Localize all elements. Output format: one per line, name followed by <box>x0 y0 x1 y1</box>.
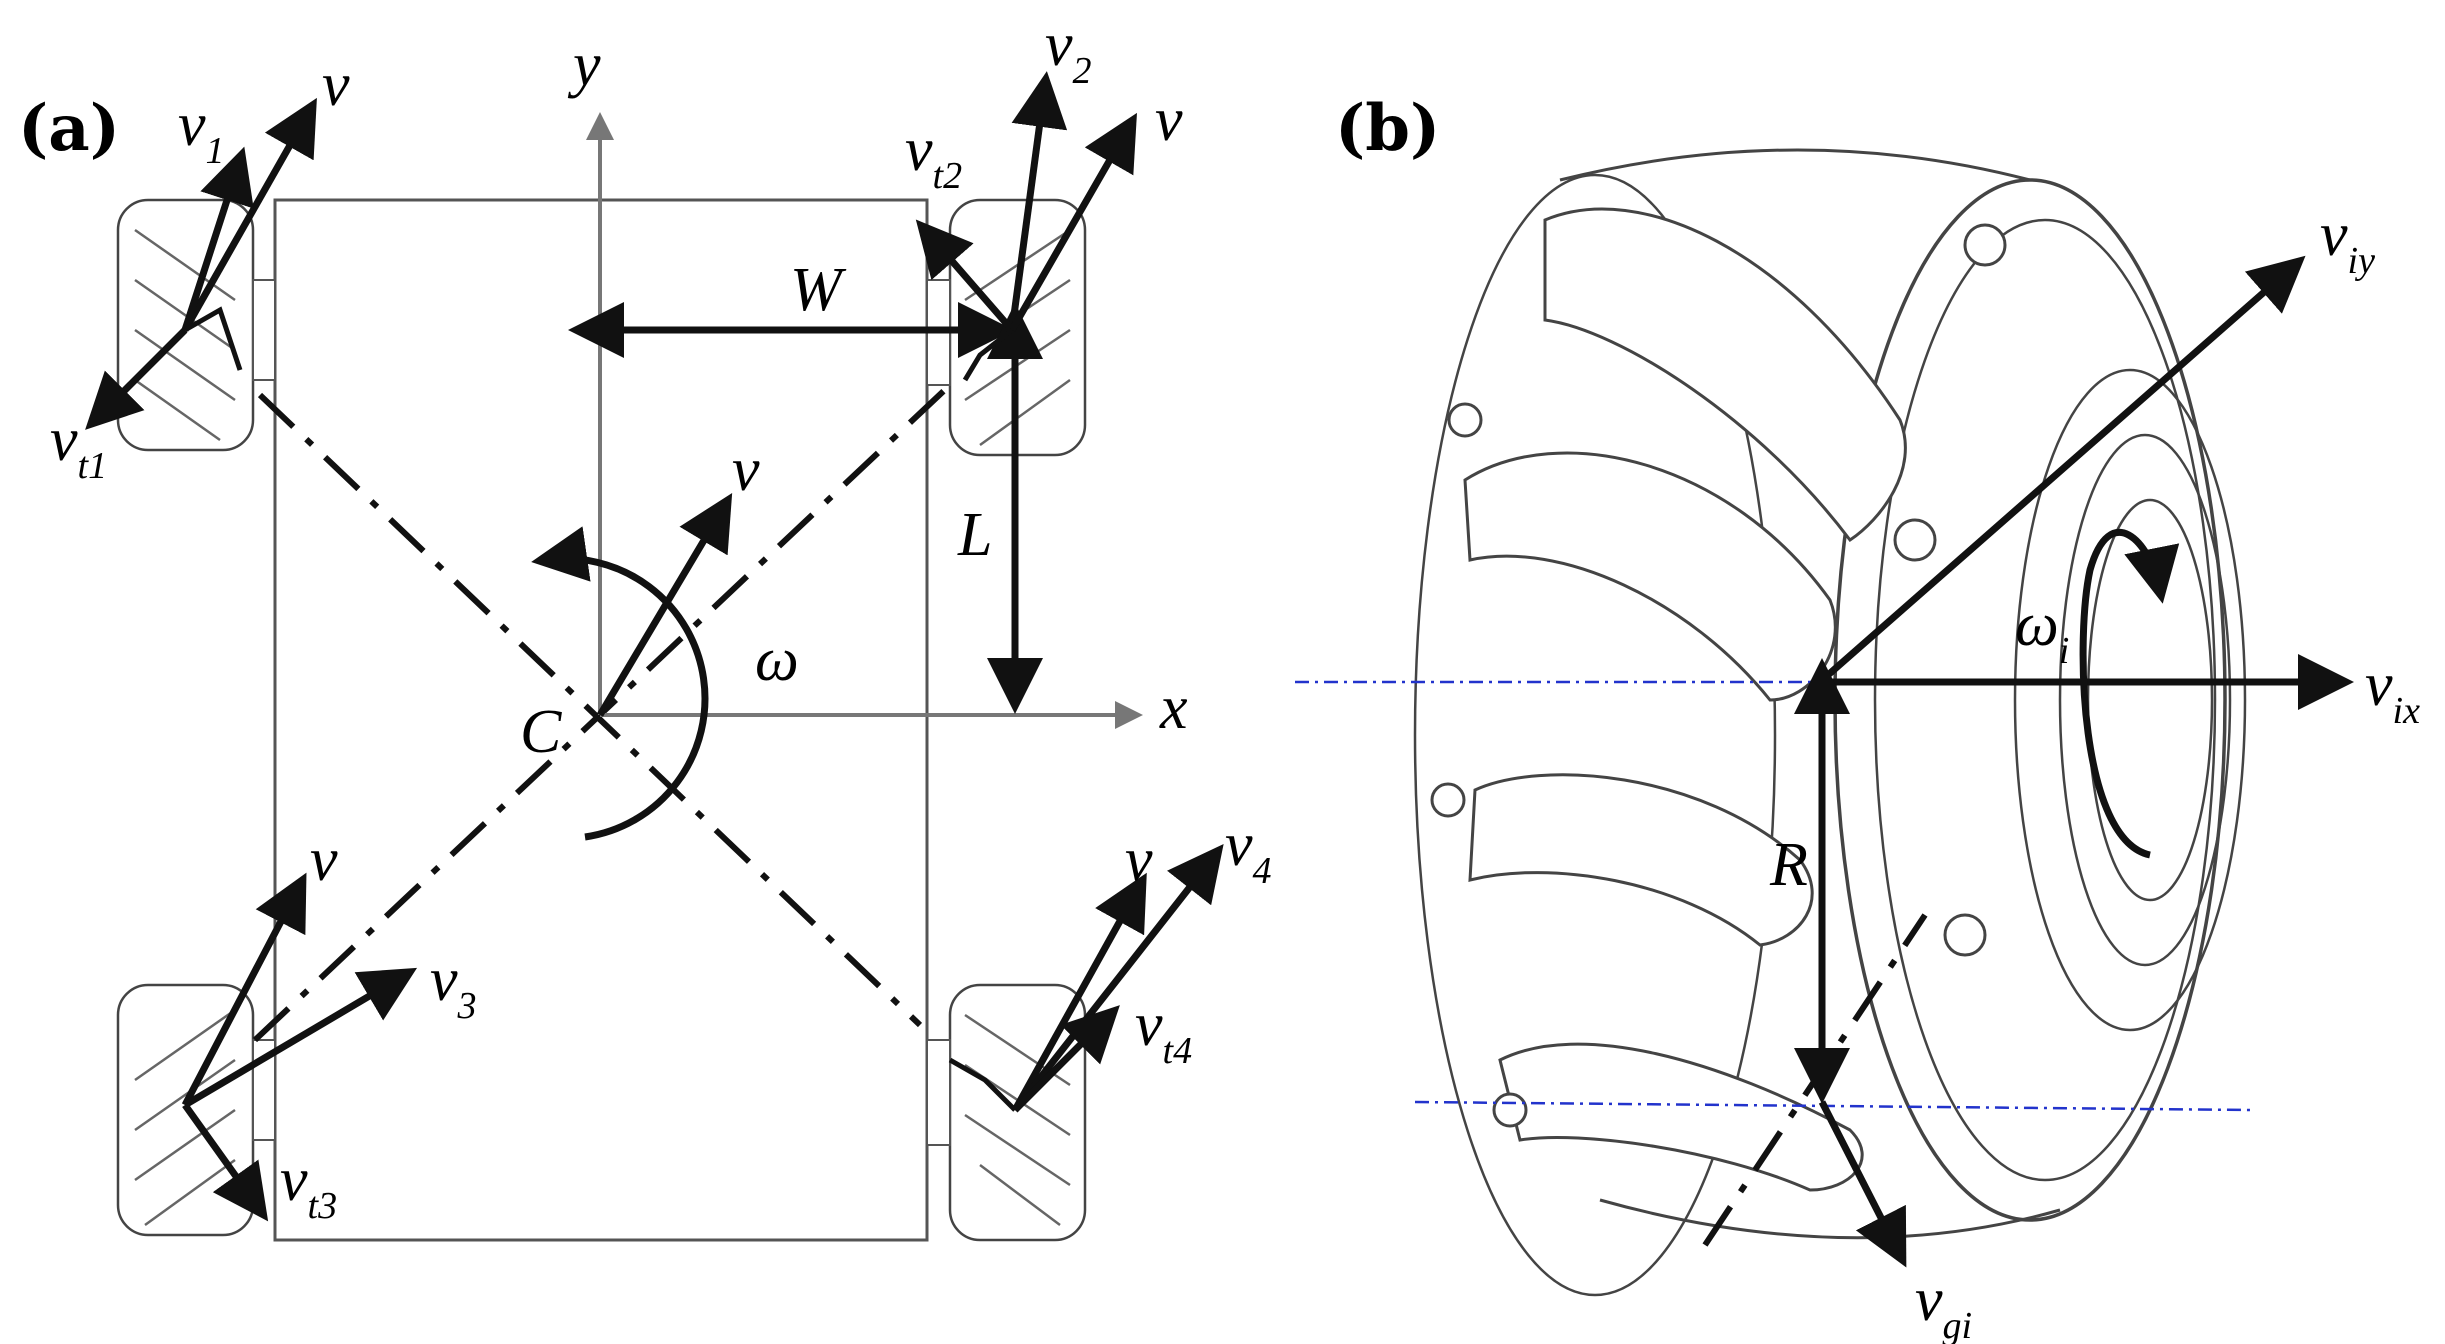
omega-i-arrow <box>2079 529 2180 859</box>
r-label: R <box>1769 831 1808 899</box>
wheel-1-v-label: v <box>322 51 350 119</box>
y-axis-label: y <box>567 31 601 99</box>
wheel-1-v1-arrow <box>181 146 254 332</box>
wheel-2-vt2-label: vt2 <box>905 116 962 197</box>
panel-a: (a) y <box>18 11 1272 1242</box>
wheel-4-vt4-arrow <box>1012 1005 1120 1113</box>
wheel-1-vt1-arrow <box>85 327 188 430</box>
wheel-3-v3-label: v3 <box>430 946 477 1027</box>
wheel-3-v-label: v <box>310 826 338 894</box>
wheel-1-v-arrow <box>181 97 317 332</box>
wheel-4-v-label: v <box>1125 826 1153 894</box>
diagonal-line-1 <box>257 392 923 1028</box>
wheel-2-v-arrow <box>1008 112 1137 332</box>
w-label: W <box>790 256 847 324</box>
wheel-2-v2-label: v2 <box>1045 11 1092 92</box>
wheel-1-v1-label: v1 <box>178 91 225 172</box>
wheel-2-v2-arrow <box>1008 71 1068 331</box>
wheel-3-v3-arrow <box>183 967 418 1109</box>
panel-b: (b) <box>1295 91 2420 1344</box>
viy-label: viy <box>2320 201 2375 282</box>
wheel-2-v-label: v <box>1155 86 1183 154</box>
center-velocity-arrow <box>596 492 733 717</box>
center-v-label: v <box>732 436 760 504</box>
x-axis-label: x <box>1159 674 1188 742</box>
omega-arc-arrow <box>531 526 709 841</box>
omega-label: ω <box>755 626 799 694</box>
panel-b-label: (b) <box>1335 91 1440 166</box>
panel-a-label: (a) <box>18 91 120 166</box>
wheel-2-construction <box>962 328 1014 382</box>
wheel-4-construction <box>948 1057 1017 1112</box>
wheel-4-v4-label: v4 <box>1225 811 1272 892</box>
wheel-1-vt1-label: vt1 <box>50 406 107 487</box>
wheel-3-vt3-label: vt3 <box>280 1146 337 1227</box>
wheel-3-vt3-arrow <box>182 1102 269 1222</box>
wheel-1-construction <box>183 306 243 371</box>
vgi-label: vgi <box>1915 1266 1972 1344</box>
wheel-4-v4-arrow <box>1012 843 1224 1113</box>
wheel-2-vt2-arrow <box>915 219 1015 333</box>
center-label: C <box>520 698 562 766</box>
vix-label: vix <box>2365 651 2420 732</box>
vgi-arrow <box>1818 1100 1907 1268</box>
l-label: L <box>957 501 992 569</box>
wheel-3-v-arrow <box>181 872 307 1107</box>
ground-centerline <box>1414 1100 2251 1112</box>
omega-i-label: ωi <box>2015 591 2069 672</box>
wheel-4-vt4-label: vt4 <box>1135 991 1192 1072</box>
viy-arrow <box>1817 255 2306 685</box>
wheel-4-v-arrow <box>1011 872 1147 1112</box>
